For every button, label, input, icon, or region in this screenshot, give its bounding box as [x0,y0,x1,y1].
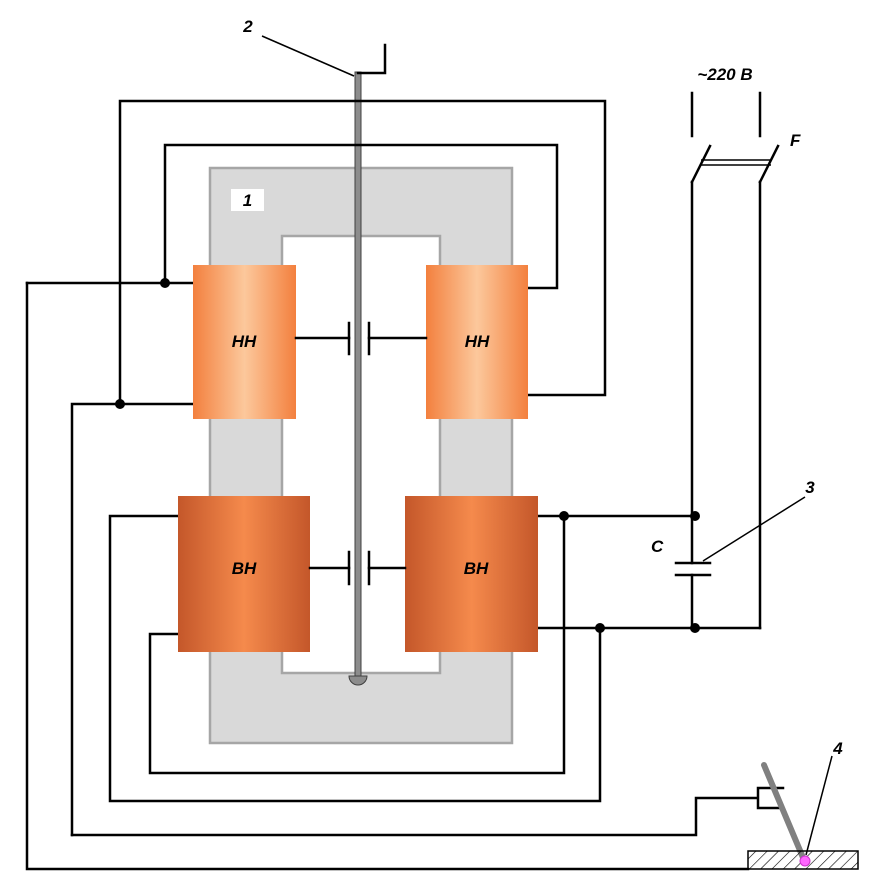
switch-link-bar [701,159,771,166]
core-number-box [231,189,264,211]
lead-number-2: 2 [242,17,253,36]
wire-bottom-outer [25,281,750,871]
lv-coil-left-label: НН [232,332,257,351]
leader-line-2 [261,35,355,77]
lv-coil-left [193,265,296,419]
wire-hv-left-bottom [148,514,566,775]
electrode [761,762,807,863]
lv-coil-right [426,265,528,419]
junction-dot [690,623,700,633]
supply-voltage-label: ~220 В [697,65,752,84]
wire-inner-loop [163,143,559,290]
capacitor-label: C [651,537,664,556]
adjustment-rod [354,71,362,678]
switch-contact-right [758,144,780,184]
hv-coil-left [178,496,310,652]
switch-label: F [790,131,801,150]
hv-coil-left-label: ВН [232,559,257,578]
rod-base-cap [348,675,368,686]
wire-hv-left-top [108,514,602,803]
junction-dot [690,511,700,521]
leader-line-4 [805,755,833,856]
lead-number-4: 4 [832,739,843,758]
junction-dot [559,511,569,521]
lead-number-3: 3 [805,478,815,497]
leader-line-3 [702,496,806,562]
wire-lv-left-bottom [70,402,195,837]
junction-dot [115,399,125,409]
lv-coil-right-label: НН [465,332,490,351]
junction-dot [595,623,605,633]
hv-coil-right [405,496,538,652]
welding-arc [799,855,811,867]
switch-contact-left [690,144,712,184]
core-number-label: 1 [243,191,252,210]
wire-electrode-holder [70,796,758,837]
wire-outer-loop [118,99,607,406]
rod-handle [356,43,387,75]
junction-dot [160,278,170,288]
hv-coil-right-label: ВН [464,559,489,578]
